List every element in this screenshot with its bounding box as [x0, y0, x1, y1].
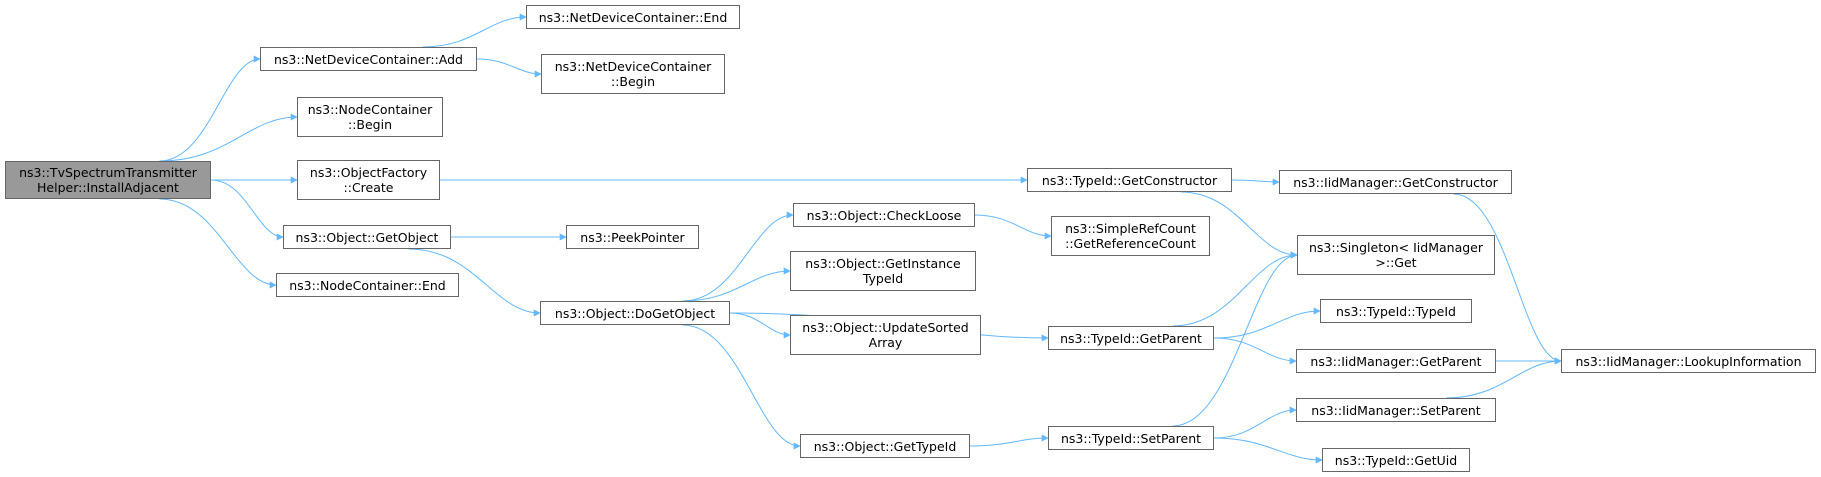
node-label-line: ns3::Object::DoGetObject: [554, 305, 716, 321]
node-label-line: ns3::NetDeviceContainer::End: [538, 9, 728, 25]
node-label-line: ::GetReferenceCount: [1065, 236, 1196, 251]
edge-typeid_getconstructor-to-iid_getconstructor: [1231, 178, 1280, 186]
edge-tvspectrum_install-to-nc_begin: [159, 113, 298, 162]
node-label-line: ns3::ObjectFactory: [309, 165, 428, 180]
node-typeid-typeid[interactable]: ns3::TypeId::TypeId: [1320, 299, 1472, 323]
node-object-getinstancetypeid[interactable]: ns3::Object::GetInstance TypeId: [790, 251, 976, 291]
node-label-line: ns3::IidManager::LookupInformation: [1575, 353, 1802, 369]
edge-typeid_getparent-to-singleton_get: [1172, 251, 1298, 327]
edge-typeid_setparent-to-typeid_getuid: [1213, 437, 1323, 464]
node-singleton-iidmanager-get[interactable]: ns3::Singleton< IidManager >::Get: [1297, 235, 1495, 275]
node-label-line: TypeId: [862, 271, 904, 286]
node-label-line: ns3::TypeId::TypeId: [1336, 303, 1456, 319]
node-object-gettypeid[interactable]: ns3::Object::GetTypeId: [800, 434, 970, 458]
node-label-line: ns3::Object::GetTypeId: [813, 438, 957, 454]
node-label-line: ns3::IidManager::GetConstructor: [1293, 174, 1498, 190]
node-label-line: ns3::Object::UpdateSorted: [802, 320, 969, 335]
node-label-line: ns3::Singleton< IidManager: [1308, 240, 1484, 255]
edge-obj_dogetobject-to-obj_updatesorted: [729, 312, 791, 339]
node-label-line: ns3::IidManager::GetParent: [1310, 353, 1482, 369]
edge-typeid_getparent-to-typeid_typeid: [1213, 307, 1321, 339]
edge-typeid_getparent-to-iid_getparent: [1213, 337, 1297, 365]
node-peekpointer[interactable]: ns3::PeekPointer: [566, 225, 699, 249]
edge-typeid_setparent-to-singleton_get: [1172, 251, 1298, 427]
node-label-line: ::Create: [343, 180, 394, 195]
node-label-line: ns3::PeekPointer: [580, 229, 685, 245]
edge-iid_setparent-to-iid_lookup: [1445, 357, 1562, 399]
node-iidmanager-getconstructor[interactable]: ns3::IidManager::GetConstructor: [1279, 170, 1512, 194]
edge-obj_gettypeid-to-typeid_setparent: [969, 434, 1049, 447]
node-label-line: >::Get: [1375, 255, 1417, 270]
node-label-line: Helper::InstallAdjacent: [37, 180, 179, 195]
edge-obj_getobject-to-obj_dogetobject: [408, 248, 541, 317]
node-label-line: ns3::TypeId::GetConstructor: [1041, 172, 1218, 188]
node-simplerefcount-getreferencecount[interactable]: ns3::SimpleRefCount ::GetReferenceCount: [1051, 216, 1210, 256]
edge-tvspectrum_install-to-nc_end: [159, 198, 277, 289]
node-typeid-getconstructor[interactable]: ns3::TypeId::GetConstructor: [1027, 168, 1232, 192]
node-typeid-getparent[interactable]: ns3::TypeId::GetParent: [1048, 326, 1214, 350]
node-netdevicecontainer-end[interactable]: ns3::NetDeviceContainer::End: [526, 5, 740, 29]
node-tvspectrumtransmitterhelper-installadjacent[interactable]: ns3::TvSpectrumTransmitter Helper::Insta…: [5, 161, 211, 199]
node-netdevicecontainer-add[interactable]: ns3::NetDeviceContainer::Add: [260, 47, 477, 71]
edge-ndc_add-to-ndc_begin: [476, 58, 542, 78]
node-label-line: ns3::IidManager::SetParent: [1311, 402, 1481, 418]
node-label-line: Array: [868, 335, 903, 350]
node-object-checkloose[interactable]: ns3::Object::CheckLoose: [793, 203, 975, 227]
node-label-line: ::Begin: [610, 74, 656, 89]
node-label-line: ns3::TypeId::GetParent: [1060, 330, 1202, 346]
edge-obj_dogetobject-to-obj_checkloose: [682, 211, 794, 302]
node-object-dogetobject[interactable]: ns3::Object::DoGetObject: [540, 301, 730, 325]
node-nodecontainer-end[interactable]: ns3::NodeContainer::End: [276, 273, 459, 297]
node-typeid-setparent[interactable]: ns3::TypeId::SetParent: [1048, 426, 1214, 450]
node-nodecontainer-begin[interactable]: ns3::NodeContainer ::Begin: [297, 97, 443, 137]
node-label-line: ns3::SimpleRefCount: [1065, 221, 1196, 236]
node-label-line: ns3::Object::GetInstance: [805, 256, 961, 271]
node-object-getobject[interactable]: ns3::Object::GetObject: [283, 225, 451, 249]
edge-iid_getconstructor-to-iid_lookup: [1453, 193, 1562, 365]
node-label-line: ns3::Object::GetObject: [295, 229, 439, 245]
node-label-line: ns3::Object::CheckLoose: [806, 207, 962, 223]
edge-tvspectrum_install-to-obj_getobject: [210, 179, 284, 241]
node-iidmanager-setparent[interactable]: ns3::IidManager::SetParent: [1296, 398, 1496, 422]
node-label-line: ns3::NodeContainer: [307, 102, 433, 117]
node-typeid-getuid[interactable]: ns3::TypeId::GetUid: [1322, 448, 1470, 472]
node-label-line: ::Begin: [347, 117, 393, 132]
edge-typeid_setparent-to-iid_setparent: [1213, 406, 1297, 439]
edge-ndc_add-to-ndc_end: [422, 13, 527, 48]
edge-obj_checkloose-to-src_getrefcount: [974, 214, 1052, 240]
node-label-line: ns3::NodeContainer::End: [289, 277, 446, 293]
edge-typeid_getconstructor-to-singleton_get: [1180, 191, 1298, 259]
node-label-line: ns3::NetDeviceContainer: [554, 59, 712, 74]
edge-obj_dogetobject-to-obj_getinstancetypeid: [682, 267, 791, 302]
node-object-updatesortedarray[interactable]: ns3::Object::UpdateSorted Array: [790, 315, 981, 355]
node-objectfactory-create[interactable]: ns3::ObjectFactory ::Create: [297, 160, 440, 200]
edge-tvspectrum_install-to-ndc_add: [159, 55, 261, 162]
node-label-line: ns3::TypeId::GetUid: [1334, 452, 1458, 468]
node-label-line: ns3::NetDeviceContainer::Add: [274, 51, 463, 67]
node-netdevicecontainer-begin[interactable]: ns3::NetDeviceContainer ::Begin: [541, 54, 725, 94]
node-iidmanager-lookupinformation[interactable]: ns3::IidManager::LookupInformation: [1561, 349, 1816, 373]
node-label-line: ns3::TypeId::SetParent: [1060, 430, 1202, 446]
edge-obj_dogetobject-to-obj_gettypeid: [682, 324, 801, 450]
node-iidmanager-getparent[interactable]: ns3::IidManager::GetParent: [1296, 349, 1496, 373]
node-label-line: ns3::TvSpectrumTransmitter: [19, 165, 197, 180]
